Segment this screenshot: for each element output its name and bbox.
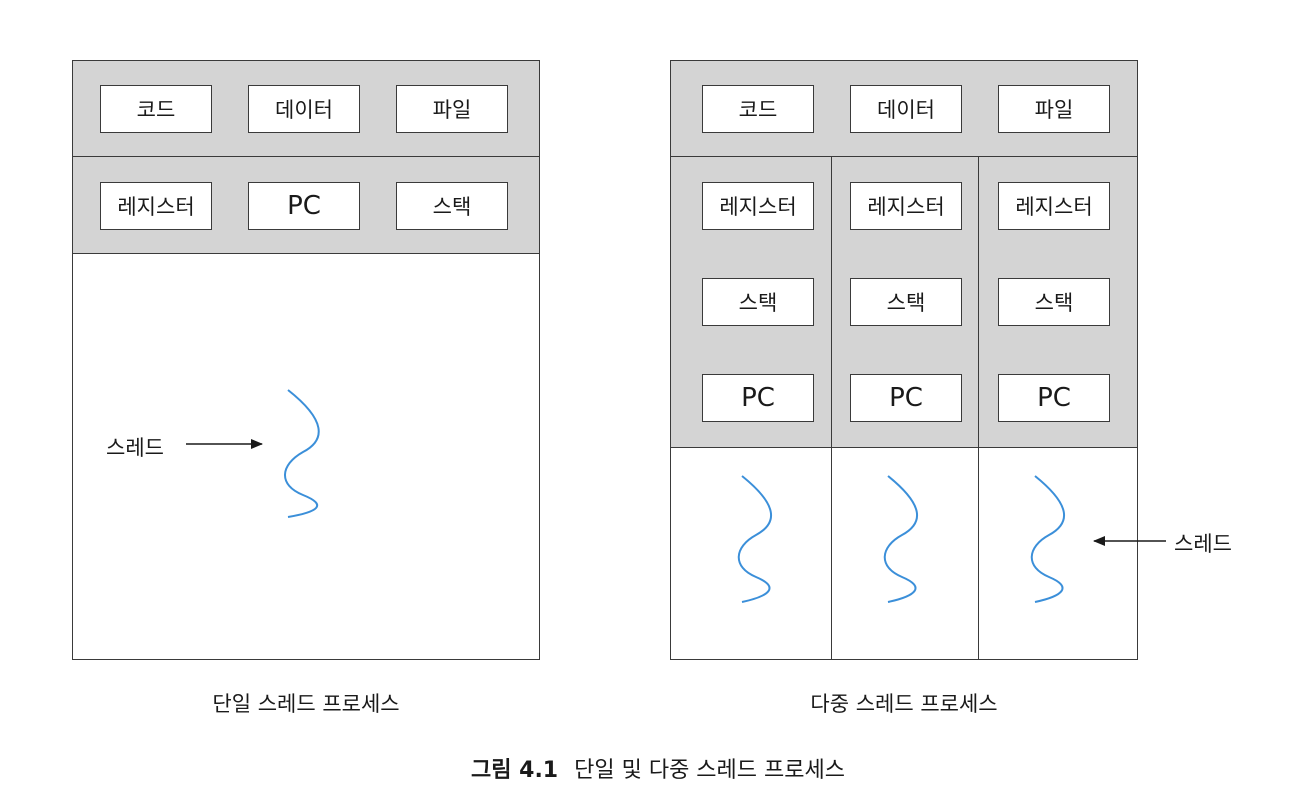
- single-code-label: 코드: [136, 98, 176, 122]
- single-pc-label: PC: [287, 191, 321, 221]
- single-divider-1: [72, 156, 540, 157]
- multi-code-box: 코드: [702, 85, 814, 133]
- thread-2-stack-box: 스택: [850, 278, 962, 326]
- single-stack-label: 스택: [432, 195, 472, 219]
- thread-2-pc-label: PC: [889, 383, 923, 413]
- single-thread-label: 스레드: [106, 436, 164, 460]
- thread-3-pc-label: PC: [1037, 383, 1071, 413]
- multi-code-label: 코드: [738, 98, 778, 122]
- single-data-label: 데이터: [275, 98, 333, 122]
- multi-files-label: 파일: [1034, 98, 1074, 122]
- thread-1-registers-label: 레지스터: [719, 195, 797, 219]
- figure-number: 그림 4.1: [471, 758, 559, 783]
- single-files-box: 파일: [396, 85, 508, 133]
- multi-data-label: 데이터: [877, 98, 935, 122]
- single-registers-label: 레지스터: [117, 195, 195, 219]
- thread-2-registers-label: 레지스터: [867, 195, 945, 219]
- multi-thread-label: 스레드: [1174, 532, 1232, 556]
- thread-3-stack-label: 스택: [1034, 291, 1074, 315]
- figure-caption: 그림 4.1 단일 및 다중 스레드 프로세스: [0, 752, 1316, 784]
- multi-data-box: 데이터: [850, 85, 962, 133]
- thread-2-pc-box: PC: [850, 374, 962, 422]
- single-data-box: 데이터: [248, 85, 360, 133]
- single-registers-box: 레지스터: [100, 182, 212, 230]
- thread-3-pc-box: PC: [998, 374, 1110, 422]
- thread-2-registers-box: 레지스터: [850, 182, 962, 230]
- figure-title: 단일 및 다중 스레드 프로세스: [574, 758, 845, 783]
- single-files-label: 파일: [432, 98, 472, 122]
- thread-1-stack-box: 스택: [702, 278, 814, 326]
- thread-1-pc-box: PC: [702, 374, 814, 422]
- thread-3-registers-label: 레지스터: [1015, 195, 1093, 219]
- single-pc-box: PC: [248, 182, 360, 230]
- single-code-box: 코드: [100, 85, 212, 133]
- single-thread-caption: 단일 스레드 프로세스: [212, 692, 400, 716]
- thread-1-pc-label: PC: [741, 383, 775, 413]
- multi-divider-1: [670, 156, 1138, 157]
- thread-3-registers-box: 레지스터: [998, 182, 1110, 230]
- multi-thread-caption: 다중 스레드 프로세스: [810, 692, 998, 716]
- multi-column-divider-1: [831, 156, 832, 660]
- thread-1-stack-label: 스택: [738, 291, 778, 315]
- single-stack-box: 스택: [396, 182, 508, 230]
- thread-2-stack-label: 스택: [886, 291, 926, 315]
- multi-files-box: 파일: [998, 85, 1110, 133]
- thread-1-registers-box: 레지스터: [702, 182, 814, 230]
- multi-column-divider-2: [978, 156, 979, 660]
- single-divider-2: [72, 253, 540, 254]
- multi-divider-2: [670, 447, 1138, 448]
- thread-3-stack-box: 스택: [998, 278, 1110, 326]
